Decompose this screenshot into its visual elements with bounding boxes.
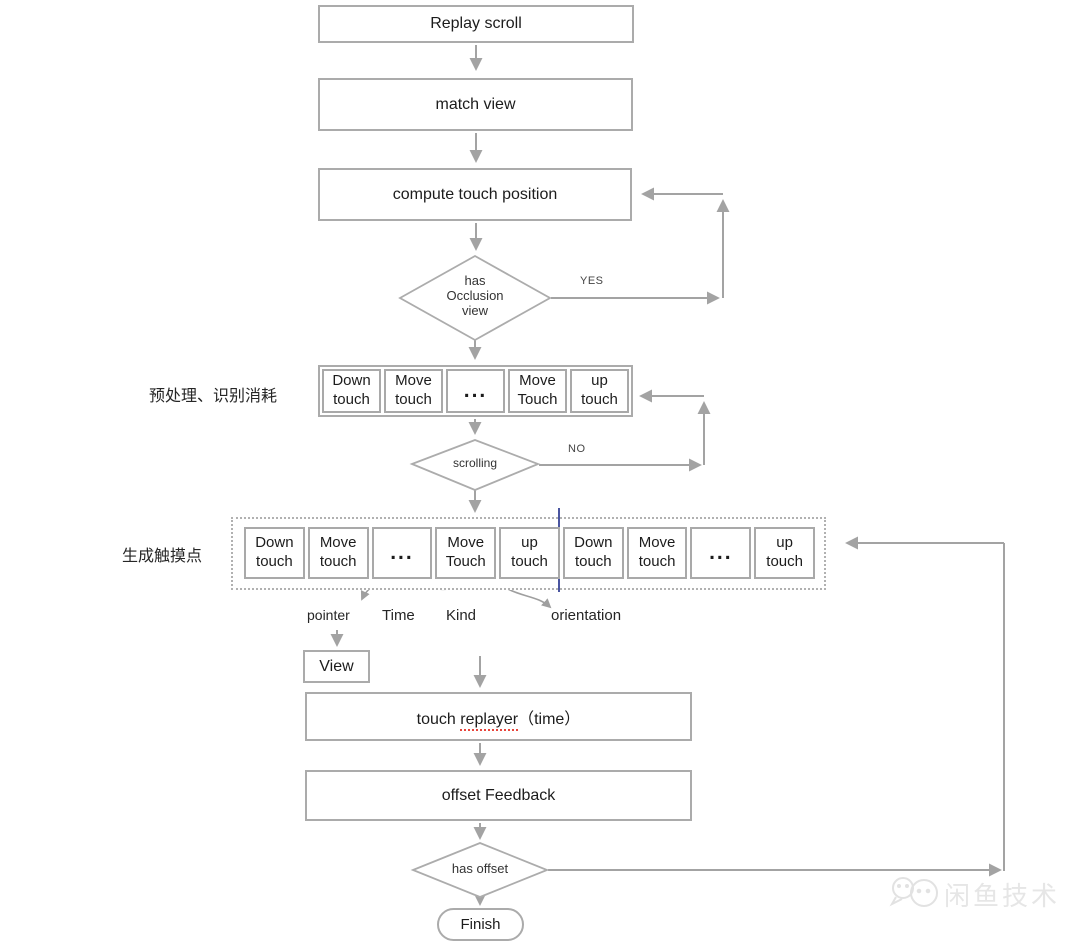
segment-divider-top — [558, 508, 560, 529]
touch-cell: Down touch — [244, 527, 305, 579]
touch-cell: up touch — [754, 527, 816, 579]
decision-scrolling-label: scrolling — [452, 456, 497, 470]
generate-annotation: 生成触摸点 — [122, 548, 203, 565]
node-match-view-label: match view — [435, 95, 516, 113]
node-view-label: View — [319, 657, 354, 675]
touch-cell-ellipsis: ... — [690, 527, 752, 579]
touch-row-generated: Down touch Move touch ... Move Touch up … — [244, 527, 816, 579]
segment-divider-bottom — [558, 576, 560, 592]
touch-cell: Down touch — [562, 527, 624, 579]
touch-cell: Move touch — [626, 527, 688, 579]
touch-cell: Move touch — [384, 369, 443, 413]
node-offset-feedback-label: offset Feedback — [441, 786, 556, 804]
node-touch-replayer: touch replayer（time） — [305, 692, 692, 741]
touch-cell: Move touch — [307, 527, 369, 579]
touch-replayer-prefix: touch — [416, 710, 461, 728]
touch-cell: Move Touch — [508, 369, 567, 413]
xianyu-logo-icon — [889, 877, 938, 907]
touch-replayer-misspelled-word: replayer — [460, 710, 519, 731]
node-replay-scroll: Replay scroll — [318, 5, 634, 43]
touch-replayer-suffix: （time） — [518, 710, 581, 728]
touch-cell-ellipsis: ... — [446, 369, 505, 413]
node-offset-feedback: offset Feedback — [305, 770, 692, 821]
node-match-view: match view — [318, 78, 633, 131]
touch-cell: Move Touch — [435, 527, 497, 579]
node-finish: Finish — [437, 908, 524, 941]
touch-cell: up touch — [570, 369, 629, 413]
decision-has-occlusion-label: has Occlusion view — [446, 273, 504, 318]
node-compute-touch-position-label: compute touch position — [392, 185, 558, 203]
attr-label-orientation: orientation — [551, 607, 622, 624]
node-replay-scroll-label: Replay scroll — [430, 15, 522, 32]
touch-cell: up touch — [499, 527, 560, 579]
node-compute-touch-position: compute touch position — [318, 168, 632, 221]
node-touch-replayer-label: touch replayer（time） — [416, 705, 581, 731]
touch-cell-ellipsis: ... — [371, 527, 433, 579]
node-view: View — [303, 650, 370, 683]
yes-branch-label: YES — [580, 275, 604, 287]
node-finish-label: Finish — [460, 916, 501, 933]
preprocess-annotation: 预处理、识别消耗 — [149, 388, 278, 405]
no-branch-label: NO — [568, 443, 586, 455]
decision-has-offset-label: has offset — [451, 861, 509, 876]
attr-label-kind: Kind — [446, 607, 477, 624]
xianyu-watermark: 闲鱼技术 — [944, 881, 1061, 911]
touch-row-preprocess: Down touch Move touch ... Move Touch up … — [318, 365, 633, 417]
attr-label-pointer: pointer — [307, 607, 350, 623]
touch-cell: Down touch — [322, 369, 381, 413]
attr-label-time: Time — [382, 607, 415, 624]
